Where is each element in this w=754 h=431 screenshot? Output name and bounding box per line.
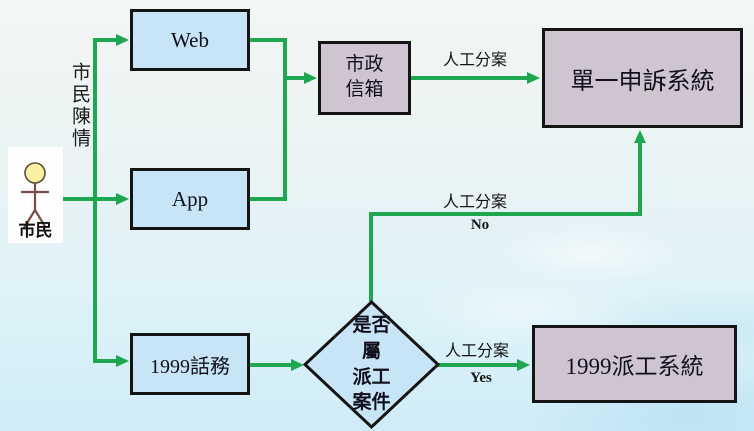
citizen-label: 市民 bbox=[18, 221, 53, 240]
edge-label-manual-assignment-top: 人工分案 bbox=[442, 52, 507, 69]
decision-diamond-label: 是否 屬 派工 案件 bbox=[352, 315, 391, 414]
edge-label-manual-assignment-yes: 人工分案 bbox=[444, 343, 509, 360]
citizen-actor: 市民 bbox=[8, 147, 63, 243]
edge-label-manual-assignment-no: 人工分案 bbox=[442, 194, 507, 211]
node-web: Web bbox=[130, 9, 250, 71]
node-1999-call: 1999話務 bbox=[130, 333, 250, 395]
node-1999-dispatch-system: 1999派工系統 bbox=[532, 325, 737, 403]
stick-figure-icon bbox=[21, 162, 49, 229]
edge-label-yes: Yes bbox=[470, 370, 492, 386]
node-city-mailbox: 市政 信箱 bbox=[318, 41, 411, 115]
decision-diamond-shape bbox=[302, 299, 441, 430]
edge-label-no: No bbox=[470, 217, 490, 233]
citizen-petition-label: 市民陳情 bbox=[69, 62, 90, 150]
edge-trunk-to-phone bbox=[93, 38, 129, 367]
node-app: App bbox=[130, 168, 250, 230]
edge-decision-no-to-complaint bbox=[369, 130, 646, 302]
node-single-complaint-system: 單一申訴系統 bbox=[542, 28, 743, 128]
edge-web-app-merge bbox=[250, 38, 287, 201]
